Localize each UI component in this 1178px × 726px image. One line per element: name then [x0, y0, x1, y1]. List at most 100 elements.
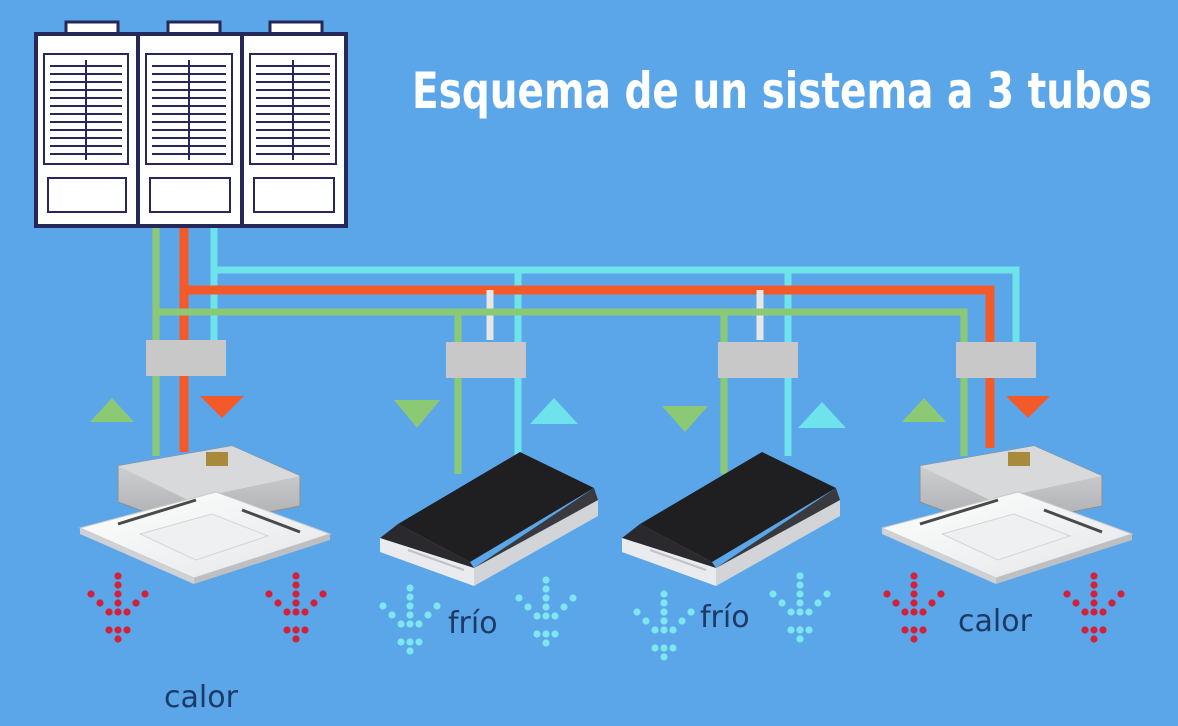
airflow-dot — [114, 572, 122, 580]
airflow-dot — [515, 594, 523, 602]
label-frio-2: frío — [700, 600, 750, 635]
airflow-dot — [1090, 626, 1098, 634]
airflow-dot — [542, 639, 550, 647]
airflow-dot — [883, 590, 891, 598]
airflow-dot — [123, 608, 131, 616]
outdoor-unit-2 — [136, 20, 244, 228]
airflow-dot — [910, 572, 918, 580]
airflow-dot — [433, 602, 441, 610]
airflow-dot — [415, 620, 423, 628]
airflow-arrows — [87, 572, 1125, 661]
indoor-unit-oneway-2 — [622, 452, 840, 586]
airflow-dot — [687, 608, 695, 616]
airflow-dot — [660, 644, 668, 652]
airflow-dot — [1090, 635, 1098, 643]
airflow-dot — [406, 602, 414, 610]
heat-airflow-left-1 — [87, 572, 149, 643]
airflow-dot — [1099, 626, 1107, 634]
airflow-dot — [796, 635, 804, 643]
airflow-dot — [1117, 590, 1125, 598]
airflow-dot — [114, 590, 122, 598]
airflow-dot — [805, 626, 813, 634]
airflow-dot — [910, 581, 918, 589]
airflow-dot — [1081, 608, 1089, 616]
label-frio-1: frío — [448, 606, 498, 641]
airflow-dot — [660, 608, 668, 616]
cold-pipe — [210, 228, 1020, 456]
branch-box-3 — [718, 342, 798, 378]
airflow-dot — [105, 608, 113, 616]
airflow-dot — [406, 620, 414, 628]
green-down-arrow-3 — [662, 406, 708, 432]
airflow-dot — [669, 644, 677, 652]
airflow-dot — [406, 593, 414, 601]
airflow-dot — [292, 608, 300, 616]
airflow-dot — [910, 599, 918, 607]
airflow-dot — [769, 590, 777, 598]
airflow-dot — [660, 599, 668, 607]
branch-box-4 — [956, 342, 1036, 378]
green-up-arrow-4 — [902, 398, 946, 422]
airflow-dot — [388, 611, 396, 619]
airflow-dot — [132, 599, 140, 607]
airflow-dot — [141, 590, 149, 598]
airflow-dot — [796, 572, 804, 580]
airflow-dot — [1090, 581, 1098, 589]
cold-airflow-2b — [769, 572, 831, 643]
airflow-dot — [114, 581, 122, 589]
heat-airflow-left-2 — [265, 572, 327, 643]
airflow-dot — [379, 602, 387, 610]
airflow-dot — [787, 626, 795, 634]
airflow-dot — [778, 599, 786, 607]
hot-pipe — [179, 228, 995, 452]
diagram-title: Esquema de un sistema a 3 tubos — [412, 62, 1152, 120]
branch-box-2 — [446, 342, 526, 378]
cold-airflow-1b — [515, 576, 577, 647]
airflow-dot — [292, 581, 300, 589]
airflow-dot — [660, 617, 668, 625]
airflow-dot — [1108, 599, 1116, 607]
airflow-dot — [823, 590, 831, 598]
indoor-unit-cassette-left — [78, 445, 332, 584]
airflow-dot — [397, 620, 405, 628]
airflow-dot — [551, 612, 559, 620]
airflow-dot — [87, 590, 95, 598]
airflow-dot — [814, 599, 822, 607]
airflow-dot — [660, 626, 668, 634]
airflow-dot — [533, 630, 541, 638]
cyan-up-arrow-2 — [530, 398, 578, 424]
heat-airflow-right-2 — [1063, 572, 1125, 643]
airflow-dot — [796, 590, 804, 598]
airflow-dot — [283, 608, 291, 616]
airflow-dot — [1090, 599, 1098, 607]
airflow-dot — [633, 608, 641, 616]
airflow-dot — [660, 653, 668, 661]
airflow-dot — [542, 612, 550, 620]
airflow-dot — [114, 635, 122, 643]
airflow-dot — [1063, 590, 1071, 598]
airflow-dot — [542, 630, 550, 638]
airflow-dot — [660, 590, 668, 598]
airflow-dot — [114, 626, 122, 634]
airflow-dot — [910, 626, 918, 634]
airflow-dot — [560, 603, 568, 611]
airflow-dot — [397, 638, 405, 646]
airflow-dot — [292, 626, 300, 634]
airflow-dot — [569, 594, 577, 602]
airflow-dot — [310, 599, 318, 607]
red-down-arrow-1 — [200, 396, 244, 418]
heat-airflow-right-1 — [883, 572, 945, 643]
airflow-dot — [678, 617, 686, 625]
airflow-dot — [1099, 608, 1107, 616]
airflow-dot — [542, 576, 550, 584]
airflow-dot — [787, 608, 795, 616]
airflow-dot — [1081, 626, 1089, 634]
airflow-dot — [533, 612, 541, 620]
airflow-dot — [406, 647, 414, 655]
airflow-dot — [301, 626, 309, 634]
indoor-unit-oneway-1 — [380, 452, 598, 586]
outdoor-unit-1 — [34, 20, 140, 228]
airflow-dot — [406, 611, 414, 619]
